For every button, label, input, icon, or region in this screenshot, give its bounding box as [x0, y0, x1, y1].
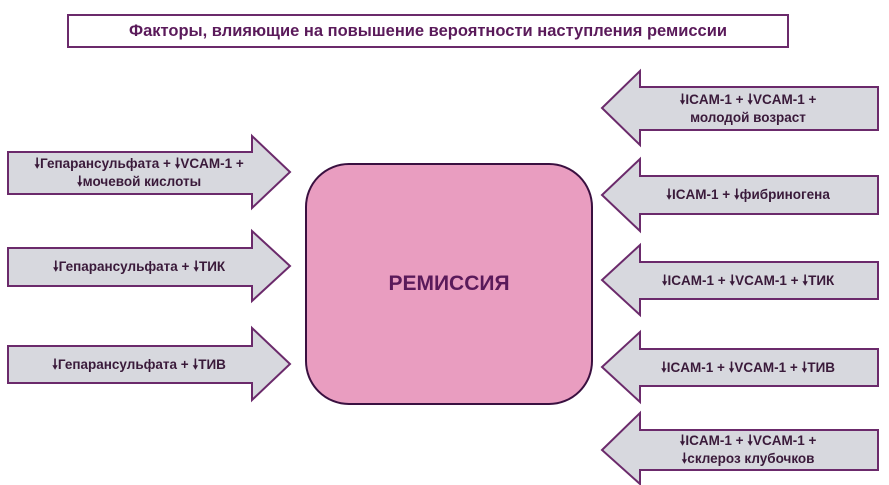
left-factor-3: 🠗Гепарансульфата + 🠗ТИВ [8, 346, 270, 383]
right-arrow-5 [600, 410, 879, 485]
right-factor-1: 🠗ICAM-1 + 🠗VCAM-1 + молодой возраст [618, 87, 878, 130]
right-arrow-3 [600, 242, 879, 318]
right-factor-5-line1: 🠗ICAM-1 + 🠗VCAM-1 + [679, 433, 817, 448]
diagram-title-text: Факторы, влияющие на повышение вероятнос… [128, 21, 727, 40]
left-arrow-1 [7, 133, 292, 211]
left-factor-1-line1: 🠗Гепарансульфата + 🠗VCAM-1 + [34, 156, 244, 171]
diagram-title: Факторы, влияющие на повышение вероятнос… [67, 14, 789, 48]
left-factor-2: 🠗Гепарансульфата + 🠗ТИК [8, 248, 270, 286]
remission-label: РЕМИССИЯ [388, 272, 510, 295]
right-factor-1-line2: молодой возраст [690, 109, 806, 125]
remission-box: РЕМИССИЯ [305, 163, 593, 405]
right-factor-3: 🠗ICAM-1 + 🠗VCAM-1 + 🠗ТИК [618, 262, 878, 299]
right-factor-1-line1: 🠗ICAM-1 + 🠗VCAM-1 + [679, 91, 817, 107]
right-factor-2-line1: 🠗ICAM-1 + 🠗фибриногена [666, 187, 830, 202]
left-arrow-2 [7, 228, 292, 304]
right-factor-4: 🠗ICAM-1 + 🠗VCAM-1 + 🠗ТИВ [618, 349, 878, 386]
left-factor-1-line2: 🠗мочевой кислоты [76, 174, 202, 189]
right-factor-5-line2: 🠗склероз клубочков [681, 451, 815, 466]
right-arrow-4 [600, 329, 879, 405]
right-arrow-1 [600, 68, 879, 148]
left-factor-1: 🠗Гепарансульфата + 🠗VCAM-1 + 🠗мочевой ки… [8, 152, 270, 194]
right-factor-5: 🠗ICAM-1 + 🠗VCAM-1 + 🠗склероз клубочков [618, 430, 878, 470]
right-factor-2: 🠗ICAM-1 + 🠗фибриногена [618, 176, 878, 214]
right-factor-3-line1: 🠗ICAM-1 + 🠗VCAM-1 + 🠗ТИК [661, 272, 835, 288]
left-factor-2-line1: 🠗Гепарансульфата + 🠗ТИК [52, 259, 226, 274]
right-arrow-2 [600, 156, 879, 234]
left-factor-3-line1: 🠗Гепарансульфата + 🠗ТИВ [52, 356, 226, 372]
right-factor-4-line1: 🠗ICAM-1 + 🠗VCAM-1 + 🠗ТИВ [660, 359, 836, 375]
left-arrow-3 [7, 325, 292, 403]
